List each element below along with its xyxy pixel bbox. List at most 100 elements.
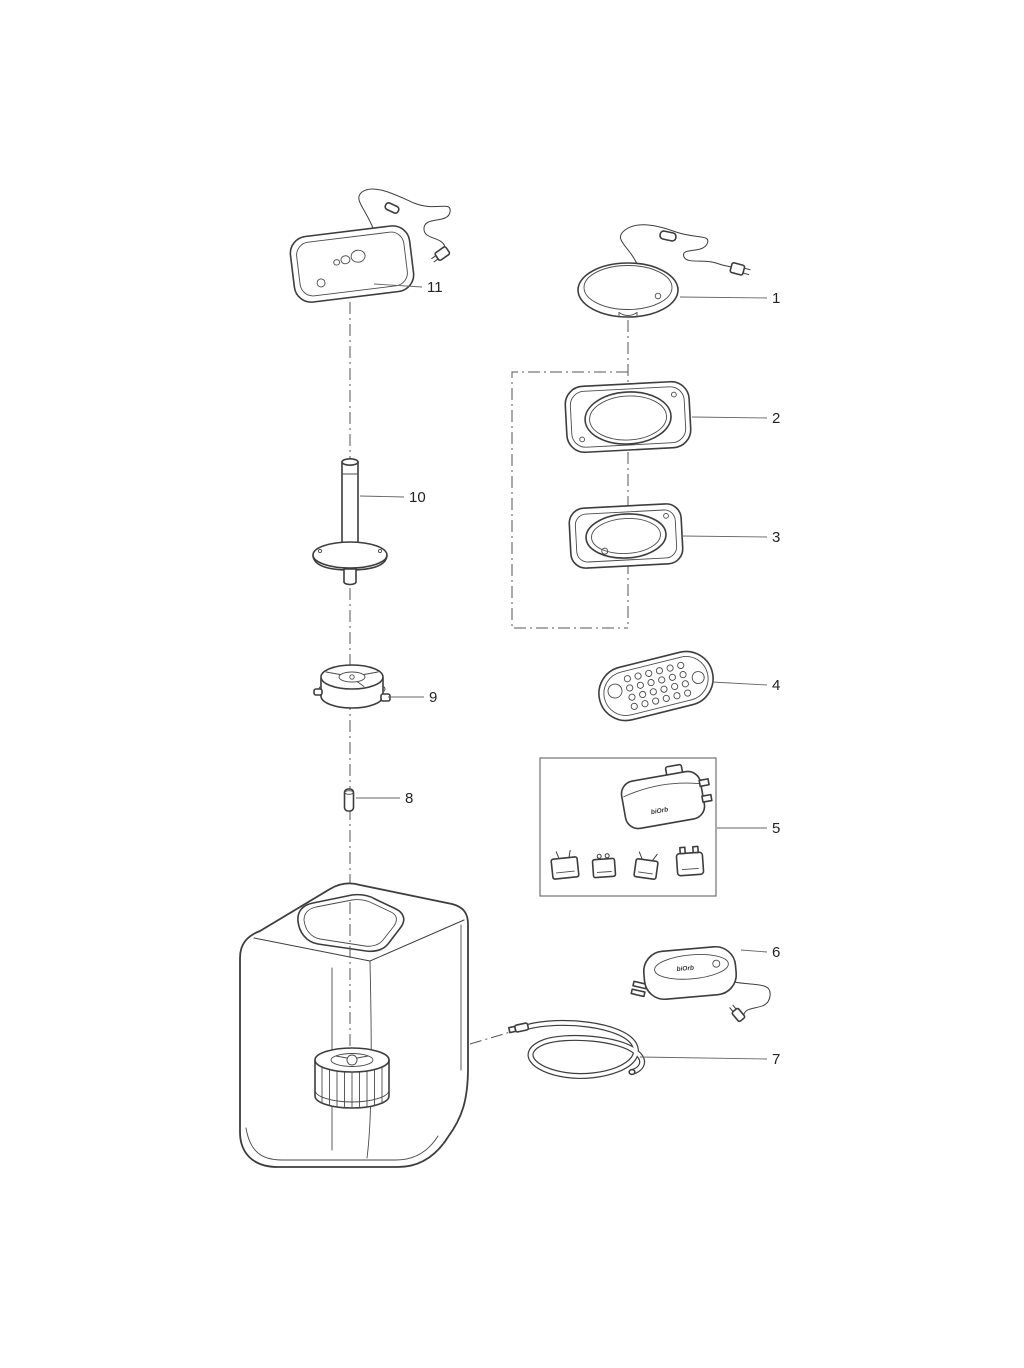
tank-inner-bottom-edge — [245, 1127, 439, 1161]
plug-adapter-us — [550, 849, 580, 880]
lid-light-large — [350, 249, 366, 263]
cord-inline-connector — [384, 202, 400, 214]
part-label-4: 4 — [772, 677, 780, 694]
part-7-airline-tubing — [508, 1019, 646, 1079]
plug-body — [434, 246, 451, 262]
leader-line-11 — [373, 283, 423, 288]
tray-rim-inner — [591, 517, 661, 555]
leader-line-1 — [679, 296, 768, 299]
light-disc-body — [577, 262, 679, 318]
disc-detail-hole — [654, 292, 662, 300]
plug-prong — [433, 258, 439, 263]
air-stone-cap-line — [344, 790, 354, 795]
tubing-connector — [508, 1022, 530, 1034]
cord-wire — [733, 981, 771, 1015]
tray-hole — [601, 547, 609, 555]
power-plug-11 — [431, 246, 451, 263]
remote-buttons — [623, 661, 692, 710]
adapter-prong — [698, 778, 710, 788]
part-label-3: 3 — [772, 529, 780, 546]
part-label-9: 9 — [429, 689, 437, 706]
lid-body — [289, 225, 415, 303]
remote-power-button — [607, 683, 623, 699]
frame-inner-edge — [569, 386, 687, 448]
housing-center — [349, 674, 355, 680]
part-label-8: 8 — [405, 790, 413, 807]
tray-inner-edge — [574, 509, 678, 563]
center-line-bracket — [511, 371, 628, 629]
power-cord-11 — [358, 188, 451, 263]
part-label-5: 5 — [772, 820, 780, 837]
adapter-body — [620, 770, 706, 830]
basket-top-rim — [314, 1047, 390, 1073]
plug-adapter-au — [633, 851, 659, 880]
power-adapter-brick: biOrb — [620, 763, 713, 830]
disc-inner-ring — [583, 265, 673, 310]
part-11-lid-assembly — [289, 188, 451, 303]
lid-hole — [316, 278, 326, 288]
power-cord-1 — [619, 224, 751, 276]
leader-line-10 — [359, 495, 405, 498]
disc-slot — [618, 312, 638, 316]
tray-rim — [585, 513, 667, 559]
part-3-tray — [568, 503, 684, 569]
part-label-1: 1 — [772, 290, 780, 307]
tank-body — [239, 882, 469, 1168]
housing-spoke — [325, 671, 341, 675]
part-label-10: 10 — [409, 489, 426, 506]
tank-opening-inner-edge — [303, 899, 397, 947]
basket-spoke — [335, 1055, 348, 1059]
housing-tab — [380, 693, 391, 702]
plug-prong — [732, 1004, 737, 1010]
basket-spoke — [356, 1055, 369, 1059]
plug-prong — [742, 272, 750, 276]
plug-body — [729, 262, 746, 276]
part-label-2: 2 — [772, 410, 780, 427]
plug-body — [731, 1007, 746, 1023]
plug-prong — [729, 1007, 734, 1013]
frame-tab — [671, 391, 677, 398]
adapter-top-edge — [623, 782, 700, 798]
housing-scallop — [382, 685, 386, 693]
tray-tab — [663, 513, 669, 519]
part-5-power-supply-kit: biOrb — [539, 757, 717, 897]
plug-prong — [743, 267, 751, 271]
lid-inner-edge — [296, 231, 408, 297]
frame-tab — [579, 436, 585, 443]
leader-line-6 — [740, 949, 768, 953]
cord-wire — [358, 188, 451, 248]
basket-bottom-rim — [314, 1089, 390, 1103]
remote-large-button — [691, 671, 705, 684]
housing-hub — [338, 671, 366, 683]
air-pump-body: biOrb — [630, 945, 738, 1001]
flange-screw — [377, 548, 383, 554]
lid-outline — [289, 225, 415, 303]
remote-body — [598, 650, 714, 722]
housing-top — [320, 664, 384, 690]
flange-stem — [343, 568, 357, 586]
disc-outline — [577, 262, 679, 318]
tank-top-front-edge — [253, 937, 371, 962]
tube-top — [341, 457, 359, 466]
pump-button — [712, 959, 721, 968]
pump-cord — [729, 981, 771, 1023]
flange-screw — [317, 548, 323, 554]
tank-filter-basket — [314, 1047, 390, 1109]
remote-face — [603, 656, 709, 716]
part-8-air-stone — [343, 788, 355, 812]
lid-light-small — [333, 259, 341, 266]
part-1-light-disc-assembly — [577, 224, 751, 318]
pump-top-face — [654, 954, 729, 980]
basket-inner-ring — [330, 1053, 374, 1067]
tube-body — [341, 461, 359, 551]
part-6-air-pump-assembly: biOrb — [630, 945, 771, 1023]
leader-line-2 — [691, 416, 768, 419]
housing-spoke — [363, 671, 379, 675]
part-4-remote-control — [598, 650, 714, 722]
tubing-open-end — [628, 1068, 636, 1076]
frame-aperture — [584, 391, 672, 445]
frame-aperture-inner — [589, 395, 667, 441]
callouts: 11 1 2 3 4 5 6 7 8 9 10 — [356, 279, 780, 1068]
part-10-bubble-tube — [312, 457, 388, 586]
